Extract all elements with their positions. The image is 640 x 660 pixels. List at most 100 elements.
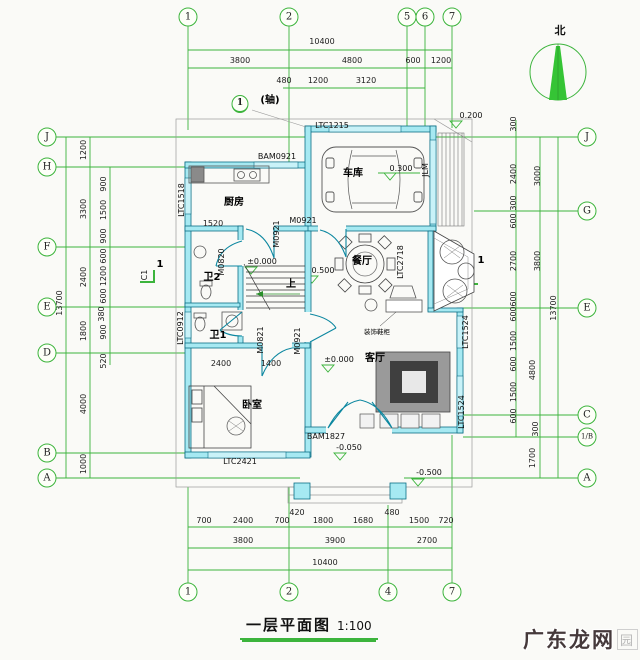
dimension-label: 300 [531, 421, 540, 437]
door-openings [237, 225, 392, 434]
dimension-label: 4800 [528, 359, 537, 381]
dimension-label: 1000 [79, 453, 88, 475]
dimension-label: 1400 [260, 359, 282, 368]
dimension-label: 720 [438, 516, 454, 525]
room-label: 上 [286, 279, 296, 290]
dimension-label: 10400 [309, 37, 335, 46]
axis-bubble-left: F [37, 237, 57, 257]
level-label: -0.050 [336, 443, 362, 452]
dimension-label: 700 [274, 516, 290, 525]
room-label: 餐厅 [352, 256, 372, 267]
axis-bubble-left: H [37, 157, 57, 177]
opening-tag: LTC1524 [457, 395, 466, 429]
axis-bubble-bottom: 4 [378, 582, 398, 602]
opening-tag: LTC2718 [396, 245, 405, 279]
dimension-label: 900 [99, 176, 108, 192]
axis-bubble-right: J [577, 127, 597, 147]
axis-bubble-top: 1 [178, 7, 198, 27]
dimension-label: 1500 [99, 199, 108, 221]
dimension-label: 3000 [533, 165, 542, 187]
detail-bubble: 1 [231, 95, 249, 113]
dining-table [334, 233, 396, 295]
opening-tag: JLM [421, 163, 430, 177]
axis-bubble-left: D [37, 343, 57, 363]
dimension-label: 600 [99, 288, 108, 304]
bay-planter [433, 230, 475, 312]
axis-bubble-top: 7 [442, 7, 462, 27]
dimension-label: 480 [384, 508, 400, 517]
dimension-label: 1500 [408, 516, 430, 525]
axis-bubble-right: G [577, 201, 597, 221]
dimension-label: 2700 [416, 536, 438, 545]
watermark: 广东龙网 园 [523, 624, 638, 654]
dimension-label: 3800 [232, 536, 254, 545]
dimension-label: 1800 [312, 516, 334, 525]
dimension-label: 1520 [202, 219, 224, 228]
axis-bubble-bottom: 1 [178, 582, 198, 602]
section-mark: 1 [477, 255, 485, 266]
dimension-label: 300 [509, 195, 518, 211]
level-label: -0.500 [416, 468, 442, 477]
dimension-label: 2400 [79, 266, 88, 288]
car [321, 146, 425, 213]
opening-tag: BAM1827 [306, 432, 346, 441]
dimension-label: 1700 [528, 447, 537, 469]
section-mark: (轴) [260, 95, 280, 106]
opening-tag: M0821 [256, 326, 265, 354]
dimension-label: 3300 [79, 198, 88, 220]
dimension-label: 10400 [312, 558, 338, 567]
level-label: 0.200 [459, 111, 483, 120]
dimension-label: 600 [509, 408, 518, 424]
door-swings [215, 228, 393, 429]
dimension-label: 1200 [99, 265, 108, 287]
dimension-label: 4800 [341, 56, 363, 65]
dimension-label: 3900 [324, 536, 346, 545]
dimension-label: 13700 [549, 295, 558, 321]
opening-tag: LTC1518 [177, 183, 186, 217]
dimension-label: 900 [99, 228, 108, 244]
opening-tag: C1 [140, 269, 149, 281]
title-scale: 1:100 [337, 619, 372, 633]
dimension-label: 420 [289, 508, 305, 517]
bath-fixtures [193, 245, 243, 332]
living-furniture [359, 351, 451, 429]
dimension-label: 600 [509, 213, 518, 229]
opening-tag: LTC1215 [315, 121, 349, 130]
axis-bubble-top: 5 [397, 7, 417, 27]
axis-bubble-bottom: 7 [442, 582, 462, 602]
dimension-label: 2400 [210, 359, 232, 368]
axis-bubble-right: C [577, 405, 597, 425]
opening-tag: M0921 [289, 216, 317, 225]
dimension-label: 480 [276, 76, 292, 85]
room-label: 卫1 [209, 330, 227, 341]
axis-bubble-left: A [37, 468, 57, 488]
dimension-label: 380 [97, 306, 106, 322]
dimension-label: 1200 [430, 56, 452, 65]
watermark-text: 广东龙网 [522, 628, 615, 652]
stairs [243, 263, 305, 311]
entry-cabinet [364, 285, 423, 327]
room-label: 卧室 [242, 400, 262, 411]
dimension-label: 700 [196, 516, 212, 525]
room-label: 车库 [343, 168, 363, 179]
north-compass [529, 43, 587, 101]
axis-grid-lines [56, 26, 578, 583]
dimension-label: 4000 [79, 393, 88, 415]
dimension-label: 2400 [509, 163, 518, 185]
room-label: 装饰鞋柜 [364, 327, 390, 336]
dimension-label: 3800 [229, 56, 251, 65]
axis-bubble-top: 6 [415, 7, 435, 27]
dimension-label: 1500 [509, 381, 518, 403]
dimension-label: 600 [405, 56, 421, 65]
dimension-label: 600 [99, 248, 108, 264]
axis-bubble-right: A [577, 468, 597, 488]
dimension-label: 2400 [232, 516, 254, 525]
dimension-label: 600 [509, 291, 518, 307]
axis-bubble-bottom: 2 [279, 582, 299, 602]
axis-bubble-left: E [37, 297, 57, 317]
windows [184, 125, 464, 459]
